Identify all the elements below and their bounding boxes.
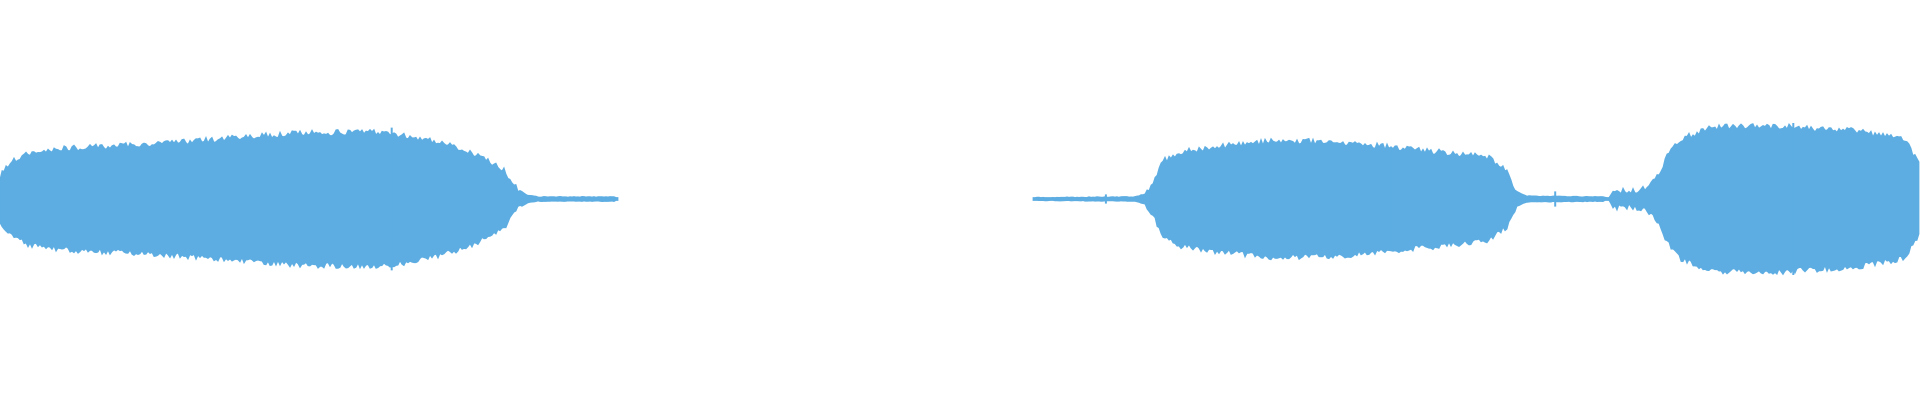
waveform-clip-1[interactable] — [0, 128, 619, 270]
waveform-clip-3[interactable] — [1608, 123, 1920, 276]
waveform-clip-2[interactable] — [1032, 137, 1610, 261]
